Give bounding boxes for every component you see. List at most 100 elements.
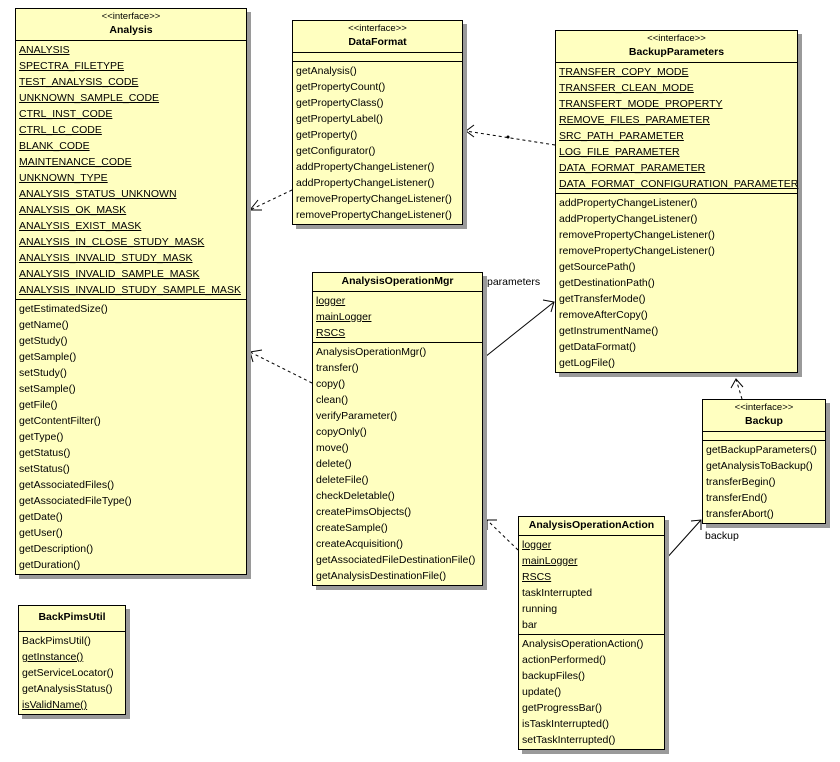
method-item[interactable]: setSample() [19,383,76,395]
attribute-item[interactable]: RSCS [522,571,552,583]
attribute-item[interactable]: BLANK_CODE [19,140,90,152]
method-item[interactable]: getStatus() [19,447,71,459]
attribute-item[interactable]: running [522,603,558,615]
method-item[interactable]: BackPimsUtil() [22,635,91,647]
attribute-item[interactable]: ANALYSIS_OK_MASK [19,204,127,216]
method-item[interactable]: getDestinationPath() [559,277,655,289]
method-item[interactable]: createPimsObjects() [316,506,412,518]
attribute-item[interactable]: TRANSFER_CLEAN_MODE [559,82,694,94]
attribute-item[interactable]: mainLogger [316,311,372,323]
method-item[interactable]: update() [522,686,562,698]
attribute-item[interactable]: SPECTRA_FILETYPE [19,60,125,72]
method-item[interactable]: addPropertyChangeListener() [296,161,435,173]
method-item[interactable]: setTaskInterrupted() [522,734,616,746]
method-item[interactable]: removeAfterCopy() [559,309,648,321]
method-item[interactable]: getDate() [19,511,63,523]
attribute-item[interactable]: RSCS [316,327,346,339]
method-item[interactable]: addPropertyChangeListener() [559,213,698,225]
method-item[interactable]: setStudy() [19,367,67,379]
method-item[interactable]: createAcquisition() [316,538,403,550]
attribute-item[interactable]: SRC_PATH_PARAMETER [559,130,684,142]
method-item[interactable]: getAnalysisStatus() [22,683,113,695]
method-item[interactable]: removePropertyChangeListener() [296,209,452,221]
method-item[interactable]: verifyParameter() [316,410,398,422]
method-item[interactable]: getType() [19,431,64,443]
method-item[interactable]: getConfigurator() [296,145,376,157]
method-item[interactable]: getDataFormat() [559,341,637,353]
method-item[interactable]: delete() [316,458,352,470]
method-item[interactable]: copy() [316,378,346,390]
attribute-item[interactable]: TEST_ANALYSIS_CODE [19,76,139,88]
class-backupparameters[interactable]: <<interface>> BackupParameters TRANSFER_… [555,30,798,373]
method-item[interactable]: getInstrumentName() [559,325,659,337]
method-item[interactable]: getFile() [19,399,58,411]
attribute-item[interactable]: CTRL_INST_CODE [19,108,113,120]
attribute-item[interactable]: ANALYSIS_INVALID_STUDY_SAMPLE_MASK [19,284,241,296]
method-item[interactable]: getSample() [19,351,77,363]
attribute-item[interactable]: TRANSFER_COPY_MODE [559,66,689,78]
method-item[interactable]: copyOnly() [316,426,367,438]
method-item[interactable]: removePropertyChangeListener() [559,245,715,257]
method-item[interactable]: deleteFile() [316,474,369,486]
method-item[interactable]: getSourcePath() [559,261,636,273]
method-item[interactable]: getPropertyLabel() [296,113,383,125]
method-item[interactable]: AnalysisOperationAction() [522,638,644,650]
method-item[interactable]: isValidName() [22,699,88,711]
attribute-item[interactable]: CTRL_LC_CODE [19,124,102,136]
method-item[interactable]: getAssociatedFileDestinationFile() [316,554,476,566]
attribute-item[interactable]: ANALYSIS_STATUS_UNKNOWN [19,188,177,200]
method-item[interactable]: getAssociatedFiles() [19,479,115,491]
method-item[interactable]: getDuration() [19,559,81,571]
attribute-item[interactable]: taskInterrupted [522,587,593,599]
attribute-item[interactable]: mainLogger [522,555,578,567]
method-item[interactable]: getProgressBar() [522,702,602,714]
class-backpimsutil[interactable]: BackPimsUtil BackPimsUtil()getInstance()… [18,605,126,715]
method-item[interactable]: isTaskInterrupted() [522,718,609,730]
method-item[interactable]: getUser() [19,527,63,539]
class-backup[interactable]: <<interface>> Backup getBackupParameters… [702,399,826,524]
method-item[interactable]: move() [316,442,349,454]
attribute-item[interactable]: bar [522,619,538,631]
method-item[interactable]: setStatus() [19,463,70,475]
method-item[interactable]: getPropertyCount() [296,81,386,93]
method-item[interactable]: createSample() [316,522,388,534]
method-item[interactable]: getProperty() [296,129,358,141]
method-item[interactable]: getName() [19,319,69,331]
attribute-item[interactable]: DATA_FORMAT_PARAMETER [559,162,706,174]
method-item[interactable]: transfer() [316,362,359,374]
method-item[interactable]: AnalysisOperationMgr() [316,346,427,358]
method-item[interactable]: getEstimatedSize() [19,303,108,315]
method-item[interactable]: getServiceLocator() [22,667,114,679]
attribute-item[interactable]: DATA_FORMAT_CONFIGURATION_PARAMETER [559,178,799,190]
attribute-item[interactable]: UNKNOWN_SAMPLE_CODE [19,92,160,104]
method-item[interactable]: actionPerformed() [522,654,607,666]
method-item[interactable]: getInstance() [22,651,84,663]
attribute-item[interactable]: ANALYSIS_IN_CLOSE_STUDY_MASK [19,236,205,248]
attribute-item[interactable]: REMOVE_FILES_PARAMETER [559,114,710,126]
method-item[interactable]: clean() [316,394,349,406]
method-item[interactable]: getStudy() [19,335,68,347]
method-item[interactable]: getLogFile() [559,357,616,369]
method-item[interactable]: getAssociatedFileType() [19,495,132,507]
attribute-item[interactable]: logger [522,539,552,551]
method-item[interactable]: getAnalysisToBackup() [706,460,813,472]
attribute-item[interactable]: ANALYSIS_INVALID_SAMPLE_MASK [19,268,200,280]
method-item[interactable]: addPropertyChangeListener() [559,197,698,209]
attribute-item[interactable]: logger [316,295,346,307]
attribute-item[interactable]: TRANSFERT_MODE_PROPERTY [559,98,723,110]
attribute-item[interactable]: ANALYSIS [19,44,70,56]
method-item[interactable]: addPropertyChangeListener() [296,177,435,189]
method-item[interactable]: removePropertyChangeListener() [559,229,715,241]
method-item[interactable]: checkDeletable() [316,490,395,502]
method-item[interactable]: getContentFilter() [19,415,101,427]
method-item[interactable]: backupFiles() [522,670,586,682]
method-item[interactable]: transferEnd() [706,492,768,504]
method-item[interactable]: getAnalysis() [296,65,357,77]
method-item[interactable]: getBackupParameters() [706,444,817,456]
class-dataformat[interactable]: <<interface>> DataFormat getAnalysis()ge… [292,20,463,225]
attribute-item[interactable]: UNKNOWN_TYPE [19,172,108,184]
method-item[interactable]: removePropertyChangeListener() [296,193,452,205]
